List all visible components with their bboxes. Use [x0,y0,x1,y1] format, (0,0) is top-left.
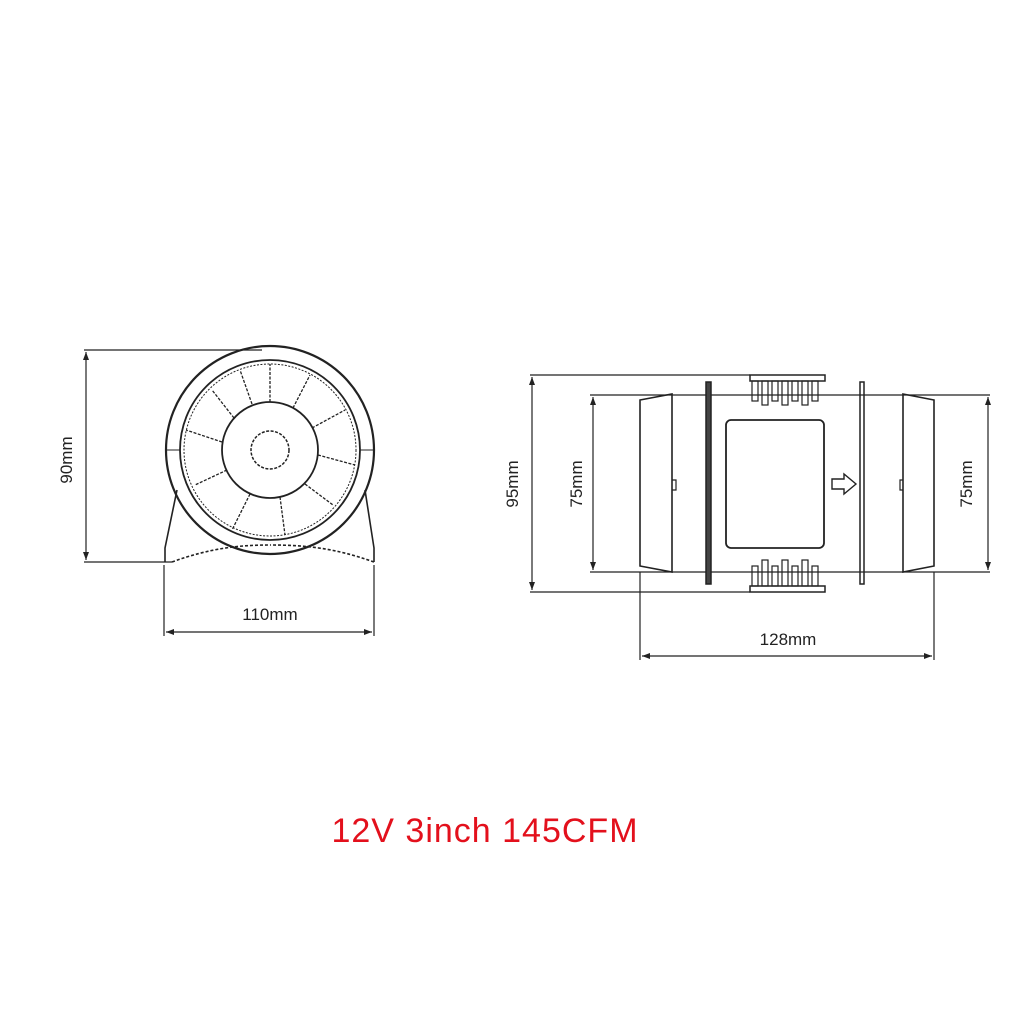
side-length-label: 128mm [760,630,817,649]
front-height-label: 90mm [57,436,76,483]
side-overall-height-label: 95mm [503,460,522,507]
side-inlet-label: 75mm [567,460,586,507]
front-view [83,344,376,636]
side-outlet-label: 75mm [957,460,976,507]
arrow-right-icon [831,472,858,496]
spec-caption: 12V 3inch 145CFM [331,812,639,850]
front-width-label: 110mm [242,605,297,624]
side-view [529,374,991,660]
